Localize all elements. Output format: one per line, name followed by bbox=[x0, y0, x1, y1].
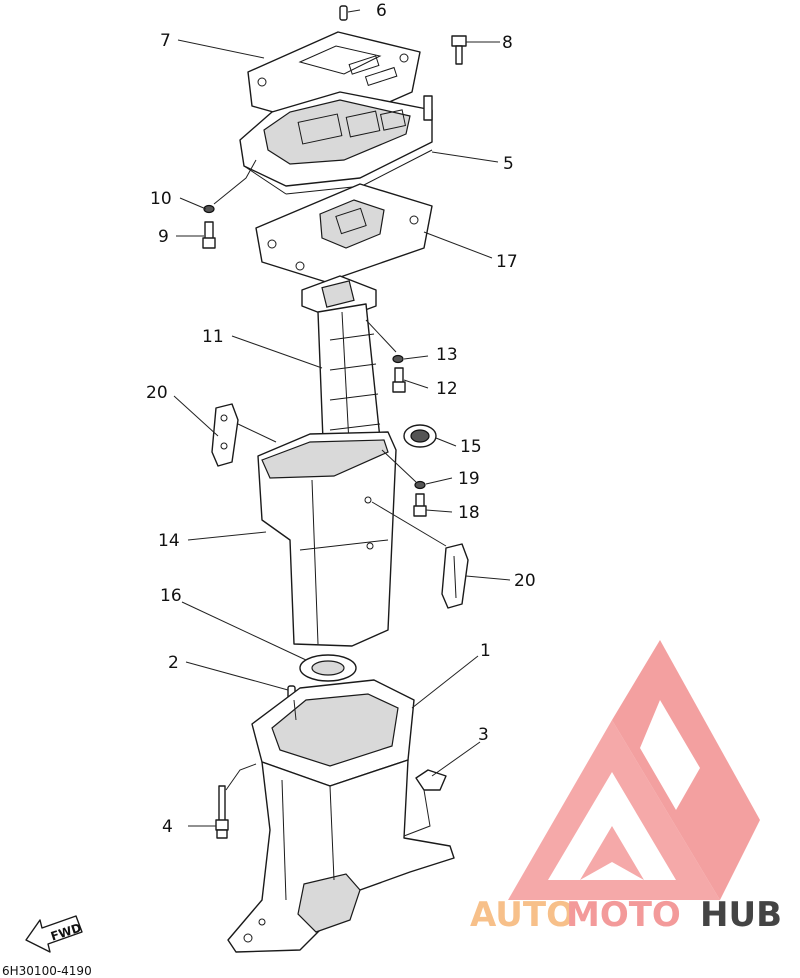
callout-16: 16 bbox=[160, 586, 182, 606]
watermark-triangle-cut bbox=[640, 700, 700, 810]
part-11-exhaust-tube bbox=[301, 275, 383, 467]
part-3-bracket bbox=[415, 769, 447, 791]
part-10-washer bbox=[203, 204, 215, 214]
leader-lines bbox=[173, 9, 511, 837]
part-19-washer bbox=[414, 480, 426, 490]
diagram-code: 6H30100-4190 bbox=[2, 964, 92, 978]
callout-3: 3 bbox=[478, 725, 489, 745]
callout-numbers: 6 7 8 5 10 9 17 11 13 12 20 15 19 18 14 … bbox=[146, 1, 536, 837]
part-16-seal bbox=[299, 654, 357, 682]
callout-4: 4 bbox=[162, 817, 173, 837]
callout-19: 19 bbox=[458, 469, 480, 489]
callout-14: 14 bbox=[158, 531, 180, 551]
callout-10: 10 bbox=[150, 189, 172, 209]
part-14-muffler bbox=[257, 431, 397, 647]
watermark-moto: MOTO bbox=[566, 895, 681, 935]
part-8-bolt bbox=[451, 35, 467, 65]
callout-2: 2 bbox=[168, 653, 179, 673]
part-4-long-bolt bbox=[215, 785, 229, 839]
watermark-auto: AUTO bbox=[470, 895, 575, 935]
part-9-bolt bbox=[202, 221, 216, 249]
fwd-arrow-icon: FWD bbox=[25, 915, 83, 953]
watermark-hub: HUB bbox=[700, 895, 782, 935]
callout-6: 6 bbox=[376, 1, 387, 21]
callout-12: 12 bbox=[436, 379, 458, 399]
part-5-upper-casing bbox=[239, 91, 433, 195]
callout-9: 9 bbox=[158, 227, 169, 247]
callout-7: 7 bbox=[160, 31, 171, 51]
part-1-upper-casing bbox=[227, 679, 455, 953]
callout-8: 8 bbox=[502, 33, 513, 53]
callout-1: 1 bbox=[480, 641, 491, 661]
watermark-text: AUTO MOTO HUB bbox=[470, 895, 782, 935]
callout-5: 5 bbox=[503, 154, 514, 174]
part-15-grommet bbox=[403, 424, 437, 448]
callout-11: 11 bbox=[202, 327, 224, 347]
part-17-gasket bbox=[255, 183, 433, 283]
callout-17: 17 bbox=[496, 252, 518, 272]
part-20-lower-rubber-mount bbox=[441, 543, 469, 609]
part-12-bolt bbox=[392, 367, 406, 393]
watermark-logo bbox=[508, 640, 760, 900]
callout-18: 18 bbox=[458, 503, 480, 523]
callout-20-lower: 20 bbox=[514, 571, 536, 591]
part-6-dowel-pin bbox=[339, 5, 348, 21]
part-13-washer bbox=[392, 354, 404, 364]
watermark-triangle-core bbox=[580, 826, 644, 880]
callout-20-upper: 20 bbox=[146, 383, 168, 403]
callout-15: 15 bbox=[460, 437, 482, 457]
callout-13: 13 bbox=[436, 345, 458, 365]
part-20-upper-rubber-mount bbox=[211, 403, 239, 467]
part-18-bolt bbox=[413, 493, 427, 517]
